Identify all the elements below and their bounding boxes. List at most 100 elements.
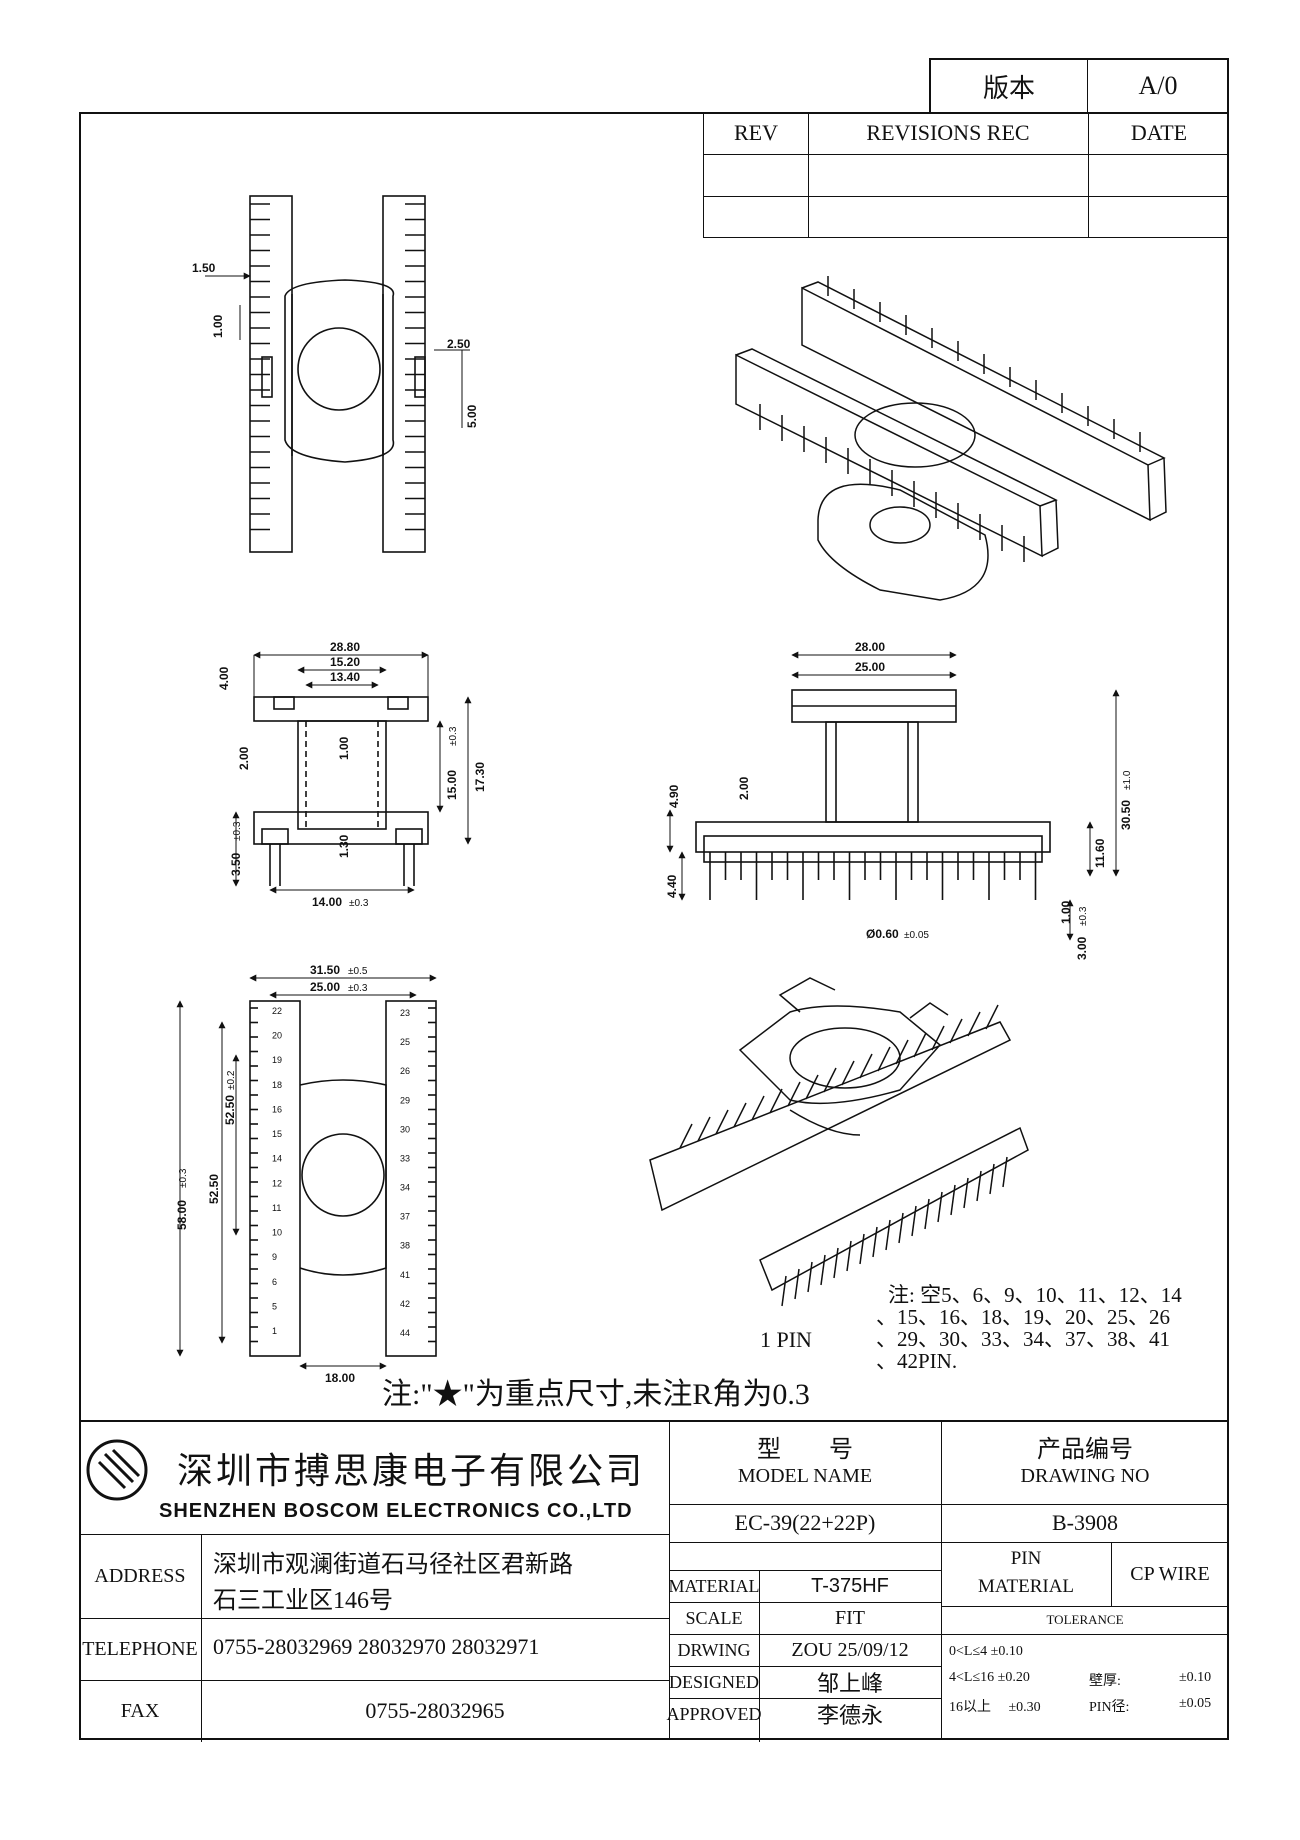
fax-label: FAX bbox=[120, 1699, 160, 1722]
iso-fin bbox=[787, 1081, 801, 1107]
drawing-label-en: DRAWING NO bbox=[1020, 1464, 1150, 1487]
approved-value: 李德永 bbox=[816, 1703, 883, 1728]
version-value: A/0 bbox=[1138, 71, 1178, 100]
top-view bbox=[249, 195, 426, 553]
tol-u-bottom: ±0.3 bbox=[178, 1168, 189, 1188]
drawing-value: B-3908 bbox=[1052, 1510, 1118, 1535]
company-logo bbox=[85, 1438, 149, 1502]
iso-view-upper bbox=[735, 276, 1167, 601]
drawing-label-cn: 产品编号 bbox=[1037, 1436, 1133, 1463]
iso-fin bbox=[872, 1226, 878, 1258]
dim-1-50: 1.50 bbox=[192, 261, 216, 275]
iso-fin bbox=[885, 1219, 891, 1251]
approved-label: APPROVED bbox=[666, 1703, 762, 1724]
iso-fin bbox=[976, 1170, 982, 1202]
iso-fin bbox=[859, 1233, 865, 1265]
iso-fin bbox=[781, 1275, 787, 1307]
pin-number-right: 33 bbox=[400, 1153, 410, 1163]
dim-r-front: Ø0.60 bbox=[866, 927, 899, 941]
address-line-1: 深圳市观澜街道石马径社区君新路 bbox=[213, 1552, 573, 1578]
iso-fin bbox=[820, 1254, 826, 1286]
empty-pins-note-3: 、29、30、33、34、37、38、41 bbox=[876, 1327, 1170, 1351]
dim-s-front: 1.00 bbox=[1059, 900, 1073, 924]
pin-number-left: 11 bbox=[272, 1203, 281, 1213]
dim-t-front: 3.00 bbox=[1075, 936, 1089, 960]
scale-label: SCALE bbox=[685, 1607, 743, 1628]
dim-b: 15.20 bbox=[330, 655, 360, 669]
pin-number-left: 15 bbox=[272, 1129, 282, 1139]
pin-number-left: 12 bbox=[272, 1178, 282, 1188]
dim-j: 14.00 bbox=[312, 895, 342, 909]
dim-n-front: 2.00 bbox=[737, 776, 751, 800]
iso-fin bbox=[911, 1205, 917, 1237]
pin-material-label-1: PIN bbox=[1010, 1548, 1042, 1569]
iso-fin bbox=[963, 1177, 969, 1209]
iso-fin bbox=[841, 1060, 855, 1086]
dim-5-00: 5.00 bbox=[465, 404, 479, 428]
pin-number-left: 9 bbox=[272, 1252, 277, 1262]
iso-fin bbox=[679, 1123, 693, 1149]
iso-fin bbox=[697, 1116, 711, 1142]
pin-number-right: 37 bbox=[400, 1212, 410, 1222]
dim-k-front: 28.00 bbox=[855, 640, 885, 654]
dim-e: 2.00 bbox=[237, 746, 251, 770]
pin-diameter-label: PIN径: bbox=[1089, 1700, 1130, 1715]
pin-number-left: 18 bbox=[272, 1080, 282, 1090]
dim-o-front: 30.50 bbox=[1119, 800, 1133, 830]
pin-number-right: 25 bbox=[400, 1037, 410, 1047]
tol-g: ±0.3 bbox=[448, 726, 459, 746]
rev-header: REV bbox=[734, 120, 778, 145]
iso-fin bbox=[989, 1163, 995, 1195]
iso-fin bbox=[733, 1102, 747, 1128]
tolerance-label: TOLERANCE bbox=[1046, 1612, 1124, 1627]
iso-fin bbox=[895, 1039, 909, 1065]
dim-f: 1.00 bbox=[337, 736, 351, 760]
front-view bbox=[695, 689, 1051, 900]
tolerance-row-1: 0<L≤4 ±0.10 bbox=[949, 1644, 1023, 1659]
tol-k: ±0.3 bbox=[232, 821, 243, 841]
title-block: 深圳市搏思康电子有限公司 SHENZHEN BOSCOM ELECTRONICS… bbox=[79, 1420, 1229, 1742]
iso-fin bbox=[769, 1088, 783, 1114]
tol-w-bottom: ±0.2 bbox=[226, 1070, 237, 1090]
bottom-view bbox=[249, 1000, 437, 1357]
pin-number-left: 20 bbox=[272, 1031, 282, 1041]
pin-number-right: 23 bbox=[400, 1008, 410, 1018]
pin-number-right: 34 bbox=[400, 1183, 410, 1193]
pin-number-right: 38 bbox=[400, 1241, 410, 1251]
iso-fin bbox=[877, 1046, 891, 1072]
material-value: T-375HF bbox=[811, 1574, 889, 1597]
iso-fin bbox=[846, 1240, 852, 1272]
dim-h: 17.30 bbox=[473, 762, 487, 792]
tol-t-bottom: ±0.3 bbox=[348, 983, 368, 994]
pin-material-value: CP WIRE bbox=[1130, 1562, 1210, 1585]
pin-number-left: 1 bbox=[272, 1326, 277, 1336]
side-view bbox=[253, 696, 429, 886]
model-label-en: MODEL NAME bbox=[737, 1464, 873, 1487]
empty-pins-note-1: 注: 空5、6、9、10、11、12、14 bbox=[888, 1283, 1182, 1307]
dim-w-bottom: 52.50 bbox=[223, 1095, 237, 1125]
dim-u-bottom: 58.00 bbox=[175, 1200, 189, 1230]
dim-s-bottom: 31.50 bbox=[310, 963, 340, 977]
pin-number-right: 44 bbox=[400, 1328, 410, 1338]
pin-number-left: 5 bbox=[272, 1301, 277, 1311]
pin-number-left: 14 bbox=[272, 1154, 282, 1164]
dim-1-00: 1.00 bbox=[211, 314, 225, 338]
iso-fin bbox=[898, 1212, 904, 1244]
tol-o: ±1.0 bbox=[1122, 770, 1133, 790]
dim-m-front: 4.90 bbox=[667, 784, 681, 808]
pin-number-left: 19 bbox=[272, 1055, 282, 1065]
iso-fin bbox=[913, 1032, 927, 1058]
pin-number-left: 10 bbox=[272, 1228, 282, 1238]
iso-fin bbox=[859, 1053, 873, 1079]
pin-number-right: 30 bbox=[400, 1124, 410, 1134]
pin-number-right: 41 bbox=[400, 1270, 410, 1280]
tol-s-bottom: ±0.5 bbox=[348, 966, 368, 977]
empty-pins-note-2: 、15、16、18、19、20、25、26 bbox=[876, 1305, 1170, 1329]
wall-thickness-value: ±0.10 bbox=[1179, 1670, 1212, 1685]
company-name-cn: 深圳市搏思康电子有限公司 bbox=[177, 1451, 646, 1491]
pin-number-right: 42 bbox=[400, 1299, 410, 1309]
address-label: ADDRESS bbox=[94, 1564, 186, 1587]
date-header: DATE bbox=[1130, 120, 1188, 145]
iso-fin bbox=[967, 1011, 981, 1037]
iso-fin bbox=[937, 1191, 943, 1223]
